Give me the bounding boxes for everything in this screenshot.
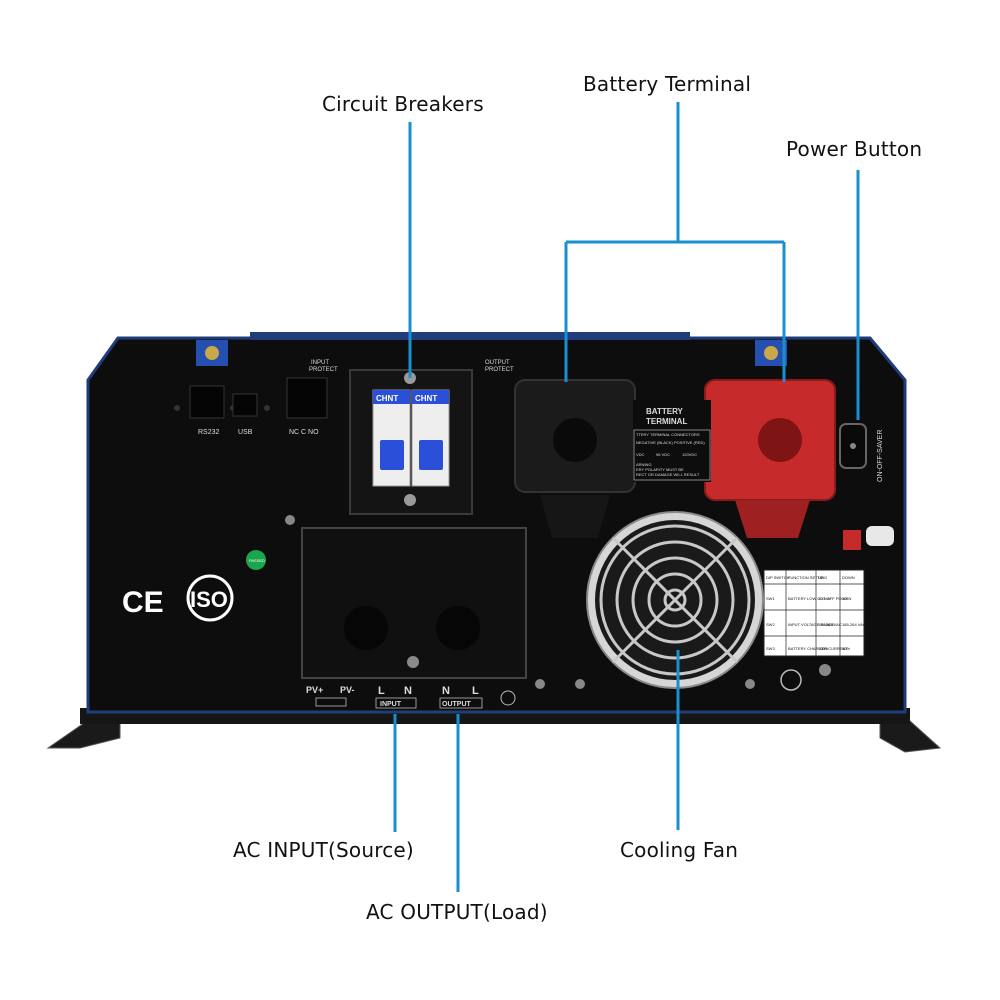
battery-label-plate bbox=[633, 400, 711, 482]
output-protect-label-2: PROTECT bbox=[485, 367, 514, 373]
dip-table-cell: SW2 bbox=[766, 622, 775, 627]
dip-table-cell: 10.5xN bbox=[818, 596, 831, 601]
battery-v3: 120VDC bbox=[682, 452, 697, 457]
dip-table-header: UP bbox=[818, 575, 824, 580]
dip-table-cell: SW1 bbox=[766, 596, 775, 601]
dip-table-cell: SW3 bbox=[766, 646, 775, 651]
battery-negative: NEGATIVE (BLACK) bbox=[636, 440, 673, 445]
dip-switch-sticker bbox=[866, 526, 894, 546]
cooling-fan bbox=[586, 511, 764, 689]
passed-sticker-text: PASSED bbox=[249, 558, 265, 563]
power-button-callout: Power Button bbox=[786, 137, 923, 161]
usb-port[interactable] bbox=[232, 393, 258, 417]
battery-table-header: TTERY TERMINAL CONNECTORS bbox=[636, 432, 700, 437]
dip-table-header: FUNCTION SETTING bbox=[788, 575, 827, 580]
terminal-screw bbox=[407, 656, 419, 668]
battery-warning-2: ERY POLARITY MUST BE bbox=[636, 467, 684, 472]
ac-output-callout: AC OUTPUT(Load) bbox=[366, 900, 548, 924]
rs232-label: RS232 bbox=[198, 429, 220, 436]
battery-label-line2: TERMINAL bbox=[646, 417, 687, 426]
output-l-label: L bbox=[472, 685, 479, 697]
panel-screw bbox=[745, 679, 755, 689]
relay-port[interactable] bbox=[286, 377, 328, 419]
dip-switch-table bbox=[763, 569, 865, 657]
positive-terminal-bolt bbox=[758, 418, 802, 462]
input-breaker-toggle[interactable] bbox=[380, 440, 404, 470]
input-protect-label: INPUT bbox=[311, 360, 329, 366]
ground-symbol bbox=[780, 669, 802, 691]
output-breaker-toggle[interactable] bbox=[419, 440, 443, 470]
dip-table-cell: 50% bbox=[842, 646, 850, 651]
battery-warning-3: RECT OR DAMAGE WILL RESULT bbox=[636, 472, 700, 477]
relay-label: NC C NO bbox=[289, 429, 319, 436]
positive-terminal-boot bbox=[735, 500, 810, 538]
ground-screw bbox=[819, 664, 831, 676]
pv-plus-label: PV+ bbox=[306, 685, 323, 695]
input-l-label: L bbox=[378, 685, 385, 697]
negative-terminal-boot bbox=[540, 495, 610, 538]
panel-screw bbox=[535, 679, 545, 689]
input-label: INPUT bbox=[380, 701, 402, 708]
dip-table-cell: 154-264 VAC bbox=[818, 622, 842, 627]
dip-table-cell: BATTERY CHARGER CURRENT bbox=[788, 646, 848, 651]
negative-terminal-bolt bbox=[553, 418, 597, 462]
output-breaker[interactable] bbox=[411, 389, 450, 487]
output-n-label: N bbox=[442, 685, 450, 697]
battery-terminal-callout: Battery Terminal bbox=[583, 72, 752, 96]
battery-v1: VDC bbox=[636, 452, 645, 457]
top-lip bbox=[250, 332, 690, 340]
bracket-screw bbox=[764, 346, 778, 360]
dip-table-cell: 10xN bbox=[842, 596, 851, 601]
power-switch-indicator bbox=[850, 443, 856, 449]
dip-table-header: DOWN bbox=[842, 575, 855, 580]
iso-mark: ISO bbox=[190, 587, 228, 612]
breaker-brand: CHNT bbox=[376, 394, 398, 403]
ac-input-callout: AC INPUT(Source) bbox=[233, 838, 414, 862]
usb-label: USB bbox=[238, 429, 253, 436]
circuit-breakers-callout: Circuit Breakers bbox=[322, 92, 484, 116]
input-breaker[interactable] bbox=[372, 389, 411, 487]
pv-minus-label: PV- bbox=[340, 685, 355, 695]
power-switch-label: ON-OFF-SAVER bbox=[877, 430, 884, 482]
dip-table-header: DIP SWITCH bbox=[766, 575, 790, 580]
battery-positive: POSITIVE (RED) bbox=[674, 440, 705, 445]
cooling-fan-callout: Cooling Fan bbox=[620, 838, 739, 862]
callout-lines bbox=[393, 102, 860, 892]
rs232-port[interactable] bbox=[189, 385, 225, 419]
passed-sticker bbox=[246, 550, 266, 570]
ce-mark: CE bbox=[122, 586, 164, 619]
breaker-housing bbox=[349, 369, 473, 515]
breaker-brand: CHNT bbox=[415, 394, 437, 403]
output-protect-label: OUTPUT bbox=[485, 360, 510, 366]
battery-v2: 96 VDC bbox=[656, 452, 670, 457]
input-n-label: N bbox=[404, 685, 412, 697]
breaker-brand-band bbox=[412, 390, 449, 404]
breaker-brand-band bbox=[373, 390, 410, 404]
ac-input-socket[interactable] bbox=[344, 606, 388, 650]
ground-symbol-small bbox=[500, 690, 516, 706]
battery-label-line1: BATTERY bbox=[646, 407, 684, 416]
dip-table-cell: 185-264 VAC bbox=[842, 622, 866, 627]
dip-table-cell: 100% bbox=[818, 646, 829, 651]
ac-terminal-block bbox=[301, 527, 527, 679]
dip-switch-block[interactable] bbox=[843, 530, 861, 550]
input-protect-label-2: PROTECT bbox=[309, 367, 338, 373]
output-label: OUTPUT bbox=[442, 701, 472, 708]
panel-screw bbox=[575, 679, 585, 689]
panel-screw bbox=[285, 515, 295, 525]
breaker-screw bbox=[404, 494, 416, 506]
bracket-screw bbox=[205, 346, 219, 360]
dip-table-cell: BATTERY LOW CUT OFF POINT bbox=[788, 596, 848, 601]
battery-warning-1: ARNING bbox=[636, 462, 652, 467]
solar-panel-icon bbox=[315, 697, 347, 707]
iso-ring bbox=[186, 574, 234, 622]
ac-output-socket[interactable] bbox=[436, 606, 480, 650]
dip-table-cell: INPUT VOLTAGE RANGE bbox=[788, 622, 835, 627]
